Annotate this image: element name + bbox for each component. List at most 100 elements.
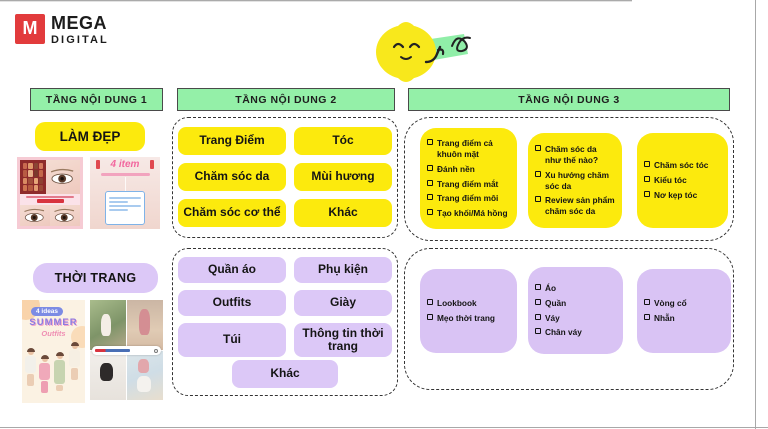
beauty-button-cham-soc-da[interactable]: Chăm sóc da: [178, 163, 286, 191]
checkbox-icon: [535, 283, 541, 290]
checkbox-icon: [644, 299, 650, 306]
beauty-thumbnail-makeup: [17, 157, 83, 229]
fashion-thumbnail-collage: [90, 300, 163, 400]
cafe-photo-graphic: [90, 300, 126, 350]
fashion-checklist-clothing: Áo Quần Váy Chân váy: [528, 267, 623, 354]
beach-photo-graphic: [127, 300, 163, 350]
fashion-button-tui[interactable]: Túi: [178, 323, 286, 357]
checklist-item: Đánh nền: [427, 164, 510, 175]
skincare-info-card-graphic: [105, 191, 145, 225]
eye-photo-graphic: [50, 205, 80, 226]
search-icon: [153, 348, 158, 353]
street-photo-graphic: [127, 350, 163, 400]
model-figure-graphic: [54, 352, 65, 391]
checkbox-icon: [427, 314, 433, 320]
logo-letter: M: [22, 18, 38, 38]
checkbox-icon: [644, 190, 650, 197]
caption-line-graphic: [100, 173, 150, 176]
checkbox-icon: [427, 179, 433, 186]
checkbox-icon: [427, 209, 433, 216]
checkbox-icon: [427, 194, 433, 201]
model-figure-graphic: [39, 355, 50, 393]
checklist-item: Váy: [535, 313, 616, 324]
model-figure-graphic: [25, 348, 36, 386]
lipstick-graphic: [96, 160, 100, 169]
checkbox-icon: [535, 170, 541, 177]
tier-3-header: TẦNG NỘI DUNG 3: [408, 88, 730, 111]
beauty-button-cham-soc-co-the[interactable]: Chăm sóc cơ thể: [178, 199, 286, 227]
checklist-item: Trang điểm mắt: [427, 179, 510, 190]
tier-1-header: TẦNG NỘI DUNG 1: [30, 88, 163, 111]
fashion-checklist-accessories: Vòng cổ Nhẫn: [637, 269, 731, 353]
window-bottom-edge: [0, 427, 768, 428]
beauty-tier2-group: [172, 117, 398, 238]
checklist-item: Chân váy: [535, 327, 616, 338]
caption-strip-graphic: [20, 194, 80, 205]
checkbox-icon: [535, 328, 541, 335]
beauty-checklist-makeup: Trang điểm cả khuôn mặt Đánh nền Trang đ…: [420, 128, 517, 229]
checkbox-icon: [535, 145, 541, 152]
eye-photo-graphic: [46, 160, 80, 194]
eyeshadow-palette-graphic: [20, 160, 46, 194]
lemon-mascot-icon: [368, 14, 480, 84]
beauty-checklist-skincare: Chăm sóc da như thế nào? Xu hướng chăm s…: [528, 133, 622, 228]
checklist-item: Tạo khối/Má hồng: [427, 208, 510, 219]
fashion-button-quan-ao[interactable]: Quần áo: [178, 257, 286, 283]
checklist-item: Vòng cổ: [644, 298, 724, 309]
fashion-tier2-group: [172, 248, 398, 396]
lipstick-graphic: [150, 160, 154, 169]
model-figure-graphic: [69, 342, 80, 380]
beauty-thumbnail-skincare: 4 item: [90, 157, 160, 229]
checkbox-icon: [644, 314, 650, 320]
category-beauty-pill[interactable]: LÀM ĐẸP: [35, 122, 145, 151]
fashion-thumbnail-summer-outfits: 4 ideas SUMMER Outfits: [22, 300, 85, 403]
checkbox-icon: [427, 139, 433, 146]
checkbox-icon: [427, 299, 433, 306]
eye-photo-graphic: [20, 205, 50, 226]
checklist-item: Chăm sóc da như thế nào?: [535, 144, 615, 166]
thumbnail-title: SUMMER: [29, 317, 78, 328]
fashion-button-thong-tin[interactable]: Thông tin thời trang: [294, 323, 392, 357]
thumbnail-badge: 4 ideas: [31, 307, 64, 316]
checklist-item: Xu hướng chăm sóc da: [535, 170, 615, 192]
beauty-button-toc[interactable]: Tóc: [294, 127, 392, 155]
tier-2-header: TẦNG NỘI DUNG 2: [177, 88, 395, 111]
beauty-button-trang-diem[interactable]: Trang Điểm: [178, 127, 286, 155]
thumbnail-subtitle: Outfits: [41, 329, 66, 338]
checkbox-icon: [535, 196, 541, 203]
fashion-button-khac[interactable]: Khác: [232, 360, 338, 388]
checklist-item: Chăm sóc tóc: [644, 160, 721, 171]
logo-text-mega: MEGA: [51, 13, 107, 33]
window-top-edge: [0, 0, 632, 2]
checkbox-icon: [427, 164, 433, 171]
checkbox-icon: [644, 176, 650, 183]
fashion-button-phu-kien[interactable]: Phụ kiện: [294, 257, 392, 283]
checklist-item: Quần: [535, 298, 616, 309]
checklist-item: Nơ kẹp tóc: [644, 190, 721, 201]
beauty-tier3-group: [404, 117, 734, 241]
checklist-item: Nhẫn: [644, 313, 724, 324]
checklist-item: Kiểu tóc: [644, 175, 721, 186]
window-right-edge: [755, 0, 756, 429]
beauty-button-khac[interactable]: Khác: [294, 199, 392, 227]
logo-text-digital: DIGITAL: [51, 34, 109, 46]
studio-photo-graphic: [90, 350, 126, 400]
checklist-item: Lookbook: [427, 298, 510, 309]
checklist-item: Trang điểm cả khuôn mặt: [427, 138, 510, 160]
fashion-tier3-group: [404, 248, 734, 390]
checklist-item: Trang điểm môi: [427, 193, 510, 204]
thumbnail-caption: 4 item: [110, 159, 140, 170]
beauty-checklist-hair: Chăm sóc tóc Kiểu tóc Nơ kẹp tóc: [637, 133, 728, 228]
checkbox-icon: [644, 161, 650, 168]
checklist-item: Review sản phẩm chăm sóc da: [535, 195, 615, 217]
checkbox-icon: [535, 313, 541, 320]
checkbox-icon: [535, 298, 541, 305]
fashion-button-giay[interactable]: Giày: [294, 290, 392, 316]
checklist-item: Áo: [535, 283, 616, 294]
fashion-button-outfits[interactable]: Outfits: [178, 290, 286, 316]
mega-digital-logo-icon: M: [15, 14, 45, 44]
beauty-button-mui-huong[interactable]: Mùi hương: [294, 163, 392, 191]
category-fashion-pill[interactable]: THỜI TRANG: [33, 263, 158, 293]
fashion-checklist-lookbook: Lookbook Mẹo thời trang: [420, 269, 517, 353]
